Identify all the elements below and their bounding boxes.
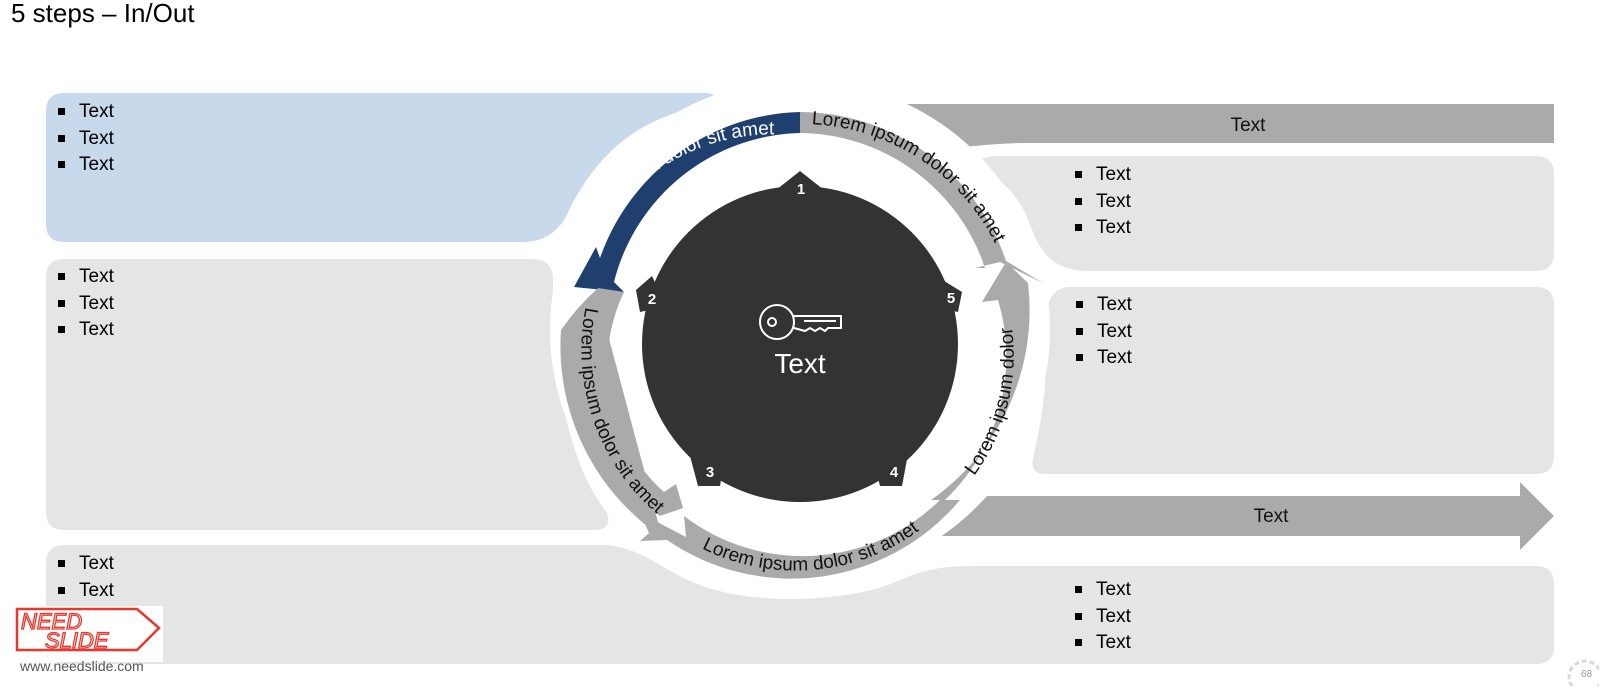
hub-tab-4 xyxy=(874,454,908,486)
input-arrow xyxy=(778,91,1554,166)
bullet-list-bottom-left: Text Text xyxy=(58,551,114,604)
ring-segment-2 xyxy=(560,288,683,537)
step-marker-2: 2 xyxy=(648,291,656,308)
bullet-list-mid-right: Text Text Text xyxy=(1076,292,1132,372)
hub-tab-2 xyxy=(636,276,666,312)
list-item: Text xyxy=(1075,189,1131,216)
list-item: Text xyxy=(1075,162,1131,189)
panel-top-left xyxy=(46,93,715,242)
slide-title: 5 steps – In/Out xyxy=(11,0,195,28)
list-item: Text xyxy=(58,126,114,153)
svg-text:NEED: NEED xyxy=(21,609,82,634)
list-item: Text xyxy=(1075,630,1131,657)
page-number: 68 xyxy=(1563,655,1600,691)
ring-segment-4 xyxy=(931,262,1030,500)
panel-bottom-left xyxy=(46,545,1554,664)
list-item: Text xyxy=(1075,577,1131,604)
step-marker-1: 1 xyxy=(797,181,805,198)
bullet-list-bottom-right: Text Text Text xyxy=(1075,577,1131,657)
needslide-logo: NEED SLIDE www.needslide.com xyxy=(11,606,163,684)
center-label: Text xyxy=(774,348,826,379)
output-arrow xyxy=(928,482,1554,550)
list-item: Text xyxy=(58,152,114,179)
step-marker-5: 5 xyxy=(947,290,955,307)
bullet-list-top-right: Text Text Text xyxy=(1075,162,1131,242)
list-item: Text xyxy=(1076,319,1132,346)
list-item: Text xyxy=(1075,215,1131,242)
bullet-list-top-left: Text Text Text xyxy=(58,99,114,179)
center-hub xyxy=(642,186,958,502)
list-item: Text xyxy=(1075,604,1131,631)
list-item: Text xyxy=(1076,345,1132,372)
ring-segment-3 xyxy=(640,500,960,579)
list-item: Text xyxy=(58,551,114,578)
logo-mark: NEED SLIDE xyxy=(11,606,163,662)
input-arrow-label: Text xyxy=(1231,115,1267,136)
bullet-list-mid-left: Text Text Text xyxy=(58,264,114,344)
list-item: Text xyxy=(58,291,114,318)
ring-segment-5 xyxy=(800,112,1043,283)
panel-top-right xyxy=(980,156,1554,271)
gear-icon xyxy=(1567,659,1600,691)
hub-tab-5 xyxy=(930,276,962,312)
ring-segment-1 xyxy=(574,112,800,292)
list-item: Text xyxy=(58,99,114,126)
panel-mid-left xyxy=(46,259,609,530)
hub-tab-1 xyxy=(776,171,824,202)
step-marker-3: 3 xyxy=(706,464,714,481)
panel-mid-right xyxy=(1032,287,1554,474)
step-marker-4: 4 xyxy=(890,464,899,481)
list-item: Text xyxy=(58,317,114,344)
list-item: Text xyxy=(58,264,114,291)
list-item: Text xyxy=(1076,292,1132,319)
list-item: Text xyxy=(58,578,114,605)
key-icon xyxy=(759,304,842,340)
logo-url: www.needslide.com xyxy=(20,658,144,674)
hub-tab-3 xyxy=(690,456,724,486)
output-arrow-label: Text xyxy=(1254,506,1290,527)
svg-text:SLIDE: SLIDE xyxy=(45,628,109,653)
